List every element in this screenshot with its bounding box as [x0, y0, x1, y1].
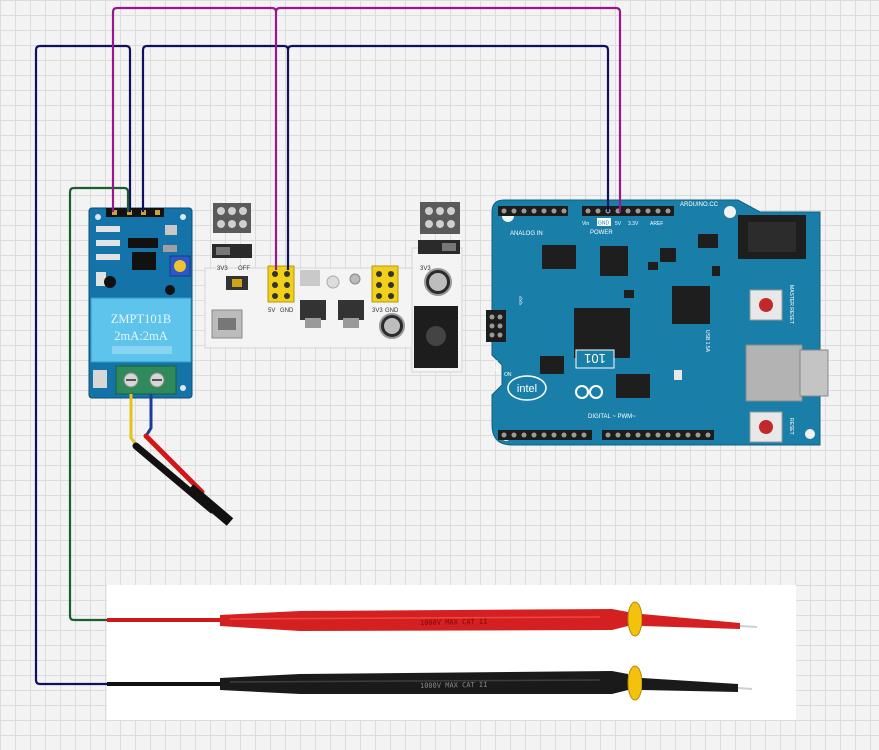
wire-gnd-to-arduino-gnd — [286, 44, 610, 212]
pin-vin-label: Vin — [582, 221, 589, 227]
icsp-label: ICSP — [492, 360, 498, 372]
reset-label: RESET — [788, 418, 794, 435]
pin-3v3-label: 3.3V — [628, 221, 639, 227]
zmpt-ratio: 2mA:2mA — [114, 329, 167, 343]
intel-logo — [507, 375, 547, 401]
regulator-3v3 — [338, 300, 364, 320]
model-label: 101 — [584, 351, 606, 366]
black-probe-rating: 1000V MAX CAT II — [420, 681, 488, 690]
op-amp-chip — [128, 238, 158, 248]
red-probe-finger-guard — [627, 601, 643, 637]
pin-aref-label: AREF — [650, 221, 663, 227]
wires — [34, 6, 622, 686]
digital-label: DIGITAL ~ PWM~ — [588, 414, 636, 420]
gnd-pin-label: GND — [598, 221, 610, 227]
red-probe-tip — [739, 625, 758, 628]
usb-label: USB 1.5A — [704, 330, 710, 353]
arduino-101-board[interactable]: ANALOG IN POWER GND 5V Vin 3.3V AREF ARD… — [486, 199, 829, 446]
black-probe[interactable]: 1000V MAX CAT II — [107, 665, 753, 701]
black-probe-tip — [737, 687, 753, 690]
icsp-header — [486, 310, 506, 342]
red-probe-rating: 1000V MAX CAT II — [420, 618, 488, 627]
zmpt-title: ZMPT101B — [111, 312, 171, 326]
left-off-label: OFF — [238, 266, 250, 272]
left-5v-label: 5V — [268, 308, 275, 314]
left-output-jumper[interactable] — [267, 265, 295, 303]
wire-probe-black-to-zmpt — [34, 44, 132, 686]
breadboard-power-module[interactable]: 3V3 OFF 3V3 5V GND 3V3 GND — [204, 202, 463, 373]
power-label: POWER — [590, 230, 613, 236]
test-probes[interactable]: 1000V MAX CAT II 1000V MAX CAT II — [107, 585, 796, 720]
power-right-header — [420, 202, 460, 234]
on-label: ON — [504, 372, 512, 378]
left-gnd-label: GND — [280, 308, 294, 314]
arduino-infinity-logo — [575, 385, 603, 399]
right-3v3-label: 3V3 — [420, 266, 431, 272]
intel-label: intel — [517, 383, 537, 395]
ac-mains-cable — [129, 394, 234, 526]
usb-port[interactable] — [745, 344, 803, 402]
pin-5v-label: 5V — [615, 221, 622, 227]
right-gnd-label: GND — [385, 308, 399, 314]
chip-a — [542, 245, 576, 269]
regulator-5v — [300, 300, 326, 320]
right-output-jumper[interactable] — [371, 265, 399, 303]
probes-image-background — [107, 585, 796, 720]
zmpt101b-module[interactable]: ZMPT101B 2mA:2mA — [88, 207, 193, 399]
zmpt-header — [106, 208, 164, 217]
brand-label: ARDUINO.CC — [680, 202, 719, 208]
bluetooth-icon: ᛒ — [518, 296, 524, 307]
gnd-pin-marker — [597, 218, 611, 226]
chip-c — [672, 286, 710, 324]
chip-b — [600, 246, 628, 276]
right-3v3-out-label: 3V3 — [372, 308, 383, 314]
left-3v3-label: 3V3 — [217, 266, 228, 272]
master-reset-label: MASTER RESET — [788, 285, 794, 324]
wire-probe-red-to-zmpt — [68, 186, 130, 622]
black-probe-finger-guard — [627, 665, 643, 701]
wire-5v-to-arduino-5v — [274, 6, 622, 212]
analog-in-label: ANALOG IN — [510, 231, 543, 237]
transformer-maker-mark — [112, 346, 172, 354]
red-probe[interactable]: 1000V MAX CAT II — [107, 601, 758, 637]
